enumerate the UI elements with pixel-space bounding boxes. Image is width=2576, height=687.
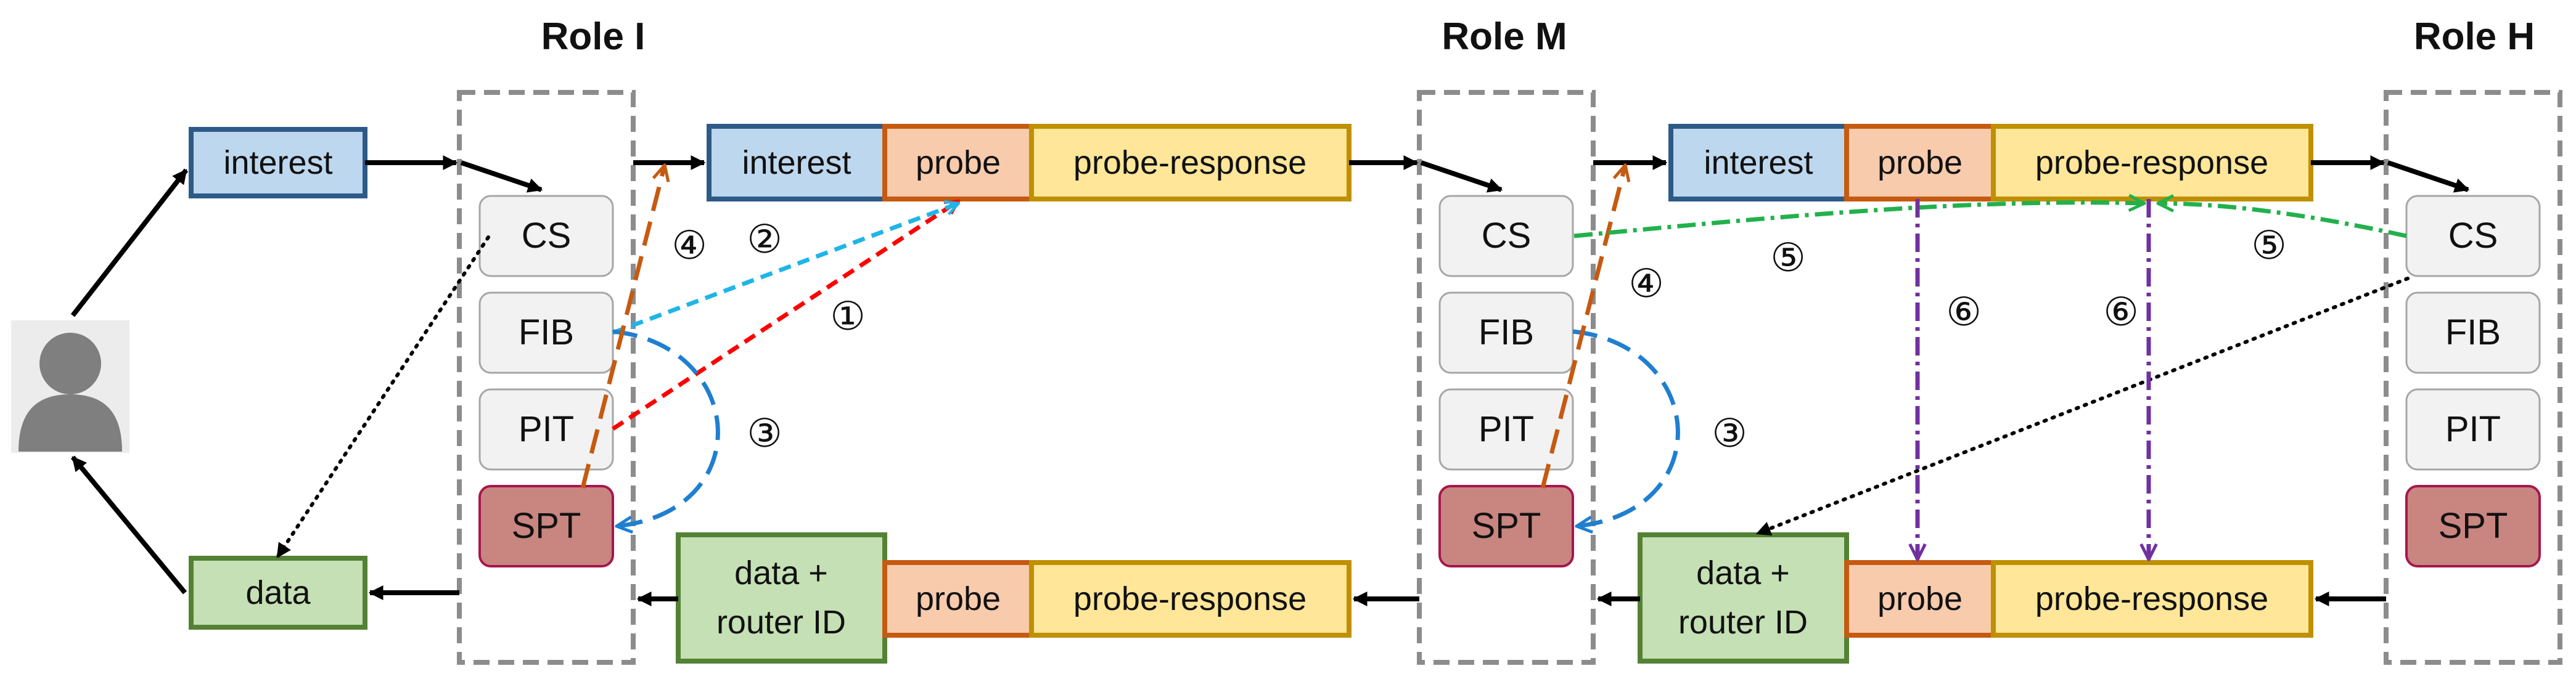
step3-label-i: ③ [747, 411, 782, 457]
step2-label-i: ② [747, 217, 782, 262]
role-m-title: Role M [1442, 15, 1567, 58]
role-h-title: Role H [2414, 15, 2535, 58]
arrow-router-m-in-to-cs [1420, 160, 1503, 193]
router-h-border [2384, 90, 2562, 665]
packet-m-to-h-interest-label: interest [1704, 144, 1813, 181]
router-m-pit [1438, 388, 1574, 471]
packet-m-to-i: data + router ID probe probe-response [676, 532, 1352, 664]
packet-m-to-i-data [676, 532, 887, 664]
flow-arrows [70, 155, 2470, 606]
packet-m-to-h-probe [1844, 124, 1996, 201]
router-m-cs-label: CS [1482, 216, 1532, 256]
step5-arrow-from-h [2158, 203, 2407, 238]
packet-h-to-m-response-label: probe-response [2035, 580, 2268, 617]
packet-m-to-i-response-label: probe-response [1073, 580, 1306, 617]
packet-i-to-m-probe [882, 124, 1034, 201]
packet-i-to-m-interest-label: interest [742, 144, 851, 181]
step3-arrow-router-i [612, 329, 720, 526]
dotted-cs-to-data-i [276, 235, 490, 559]
router-i-fib-label: FIB [519, 312, 574, 352]
user-interest-box: interest [189, 127, 367, 198]
packet-i-to-m-response [1029, 124, 1352, 201]
packet-i-to-m-interest [707, 124, 887, 201]
step3-arrow-router-m [1572, 329, 1680, 526]
step4-label-m: ④ [1628, 261, 1663, 307]
packet-m-to-i-response [1029, 560, 1352, 638]
packet-m-to-h: interest probe probe-response [1668, 124, 2313, 201]
step1-arrow [612, 199, 959, 431]
router-h-spt-label: SPT [2439, 506, 2508, 546]
router-i-pit-label: PIT [519, 409, 574, 449]
packet-m-to-h-probe-label: probe [1877, 144, 1963, 181]
packet-i-to-m-response-label: probe-response [1073, 144, 1306, 181]
packet-h-to-m-probe [1844, 560, 1996, 638]
step1-label: ① [830, 294, 865, 339]
role-i-title: Role I [541, 15, 646, 58]
user-data-label: data [245, 574, 311, 611]
router-i-spt [478, 485, 614, 567]
router-i-pit [478, 388, 614, 471]
packet-i-to-m-probe-label: probe [916, 144, 1001, 181]
router-i-spt-label: SPT [512, 506, 581, 546]
step4-arrow-router-m [1540, 165, 1625, 489]
step5-label-m: ⑤ [1770, 235, 1805, 281]
router-m-border [1417, 90, 1596, 665]
packet-m-to-i-data-line2: router ID [716, 604, 846, 641]
step4-arrow-router-i [580, 165, 665, 489]
router-i-border [457, 90, 636, 665]
packet-h-to-m-data-line2: router ID [1678, 604, 1808, 641]
packet-m-to-i-data-line1: data + [734, 555, 828, 591]
router-m: CS FIB PIT SPT [1417, 90, 1596, 665]
packet-h-to-m: data + router ID probe probe-response [1638, 532, 2313, 664]
user-data-box: data [189, 556, 367, 630]
router-h-pit [2405, 388, 2541, 471]
router-h-pit-label: PIT [2445, 409, 2501, 449]
packet-m-to-h-response [1991, 124, 2313, 201]
router-h: CS FIB PIT SPT [2384, 90, 2562, 665]
router-m-spt [1438, 485, 1574, 567]
router-h-fib-label: FIB [2445, 312, 2501, 352]
router-m-pit-label: PIT [1479, 409, 1534, 449]
router-i-cs [478, 195, 614, 277]
step6-label-response: ⑥ [2103, 290, 2138, 335]
router-h-spt [2405, 485, 2541, 567]
router-m-cs [1438, 195, 1574, 277]
packet-h-to-m-data-line1: data + [1696, 555, 1790, 591]
packet-i-to-m: interest probe probe-response [707, 124, 1352, 201]
step5-arrow-from-m [1573, 203, 2144, 238]
arrow-user-to-interest [70, 168, 189, 317]
arrow-data-to-user [70, 455, 187, 595]
user-avatar-icon [11, 320, 129, 453]
arrow-router-h-in-to-cs [2387, 160, 2470, 193]
packet-m-to-h-response-label: probe-response [2035, 144, 2268, 181]
packet-h-to-m-response [1991, 560, 2313, 638]
router-m-fib-label: FIB [1479, 312, 1534, 352]
packet-h-to-m-data [1638, 532, 1849, 664]
arrow-router-i-in-to-cs [460, 160, 543, 193]
step4-label-i: ④ [671, 223, 707, 269]
router-m-spt-label: SPT [1472, 506, 1541, 546]
router-h-fib [2405, 291, 2541, 374]
router-h-cs-label: CS [2448, 216, 2498, 256]
step3-label-m: ③ [1712, 411, 1747, 457]
step6-label-probe: ⑥ [1946, 290, 1981, 335]
step5-label-h: ⑤ [2251, 223, 2286, 269]
dotted-cs-h-to-data [1755, 277, 2410, 536]
user-interest-label: interest [223, 144, 332, 181]
packet-h-to-m-probe-label: probe [1877, 580, 1963, 617]
router-i: CS FIB PIT SPT [457, 90, 636, 665]
step2-arrow [612, 203, 959, 335]
router-i-cs-label: CS [522, 216, 572, 256]
packet-m-to-i-probe-label: probe [916, 580, 1001, 617]
